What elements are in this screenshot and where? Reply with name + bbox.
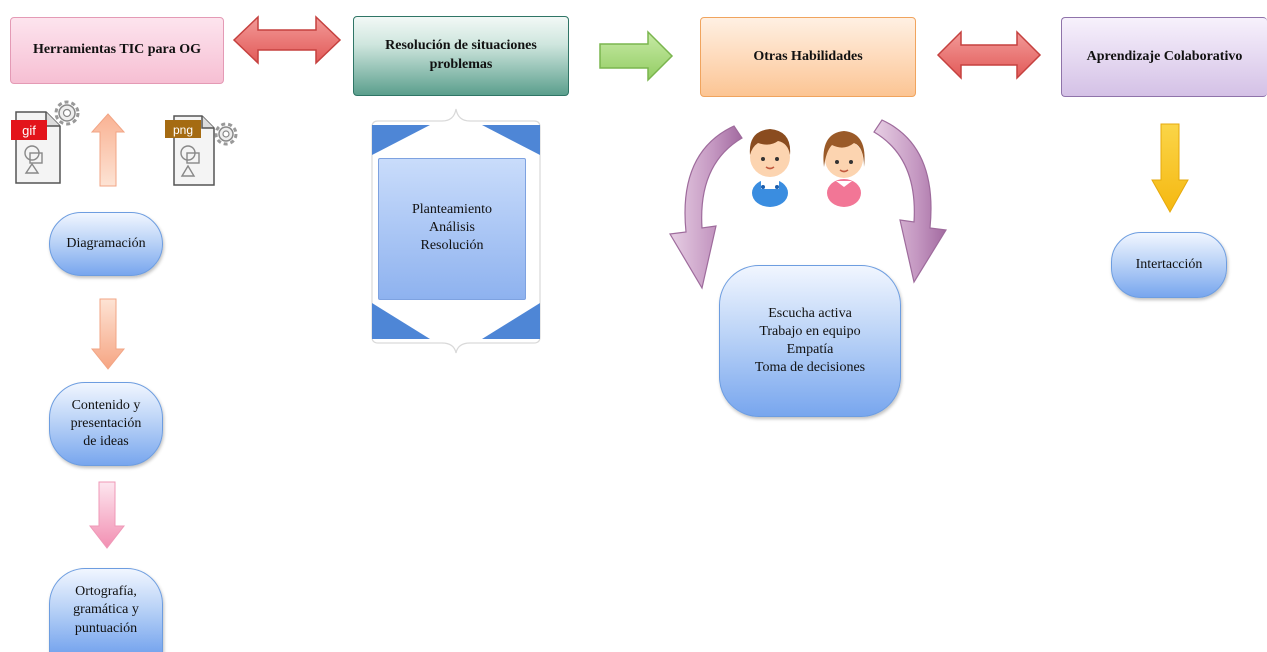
node-contenido: Contenido y presentación de ideas: [49, 382, 163, 466]
node-herramientas-tic-label: Herramientas TIC para OG: [32, 42, 202, 58]
node-aprendizaje-colaborativo: Aprendizaje Colaborativo: [1061, 17, 1267, 97]
node-interaccion: Intertacción: [1111, 232, 1227, 298]
girl-icon: [823, 131, 865, 207]
node-habilidades-list: Escucha activa Trabajo en equipo Empatía…: [719, 265, 901, 417]
node-habilidades-label: Escucha activa Trabajo en equipo Empatía…: [754, 305, 866, 376]
node-ortografia: Ortografía, gramática y puntuación: [49, 568, 163, 652]
node-ortografia-label: Ortografía, gramática y puntuación: [73, 584, 139, 636]
node-otras-habilidades-label: Otras Habilidades: [753, 48, 863, 64]
node-resolucion-label: Resolución de situaciones problemas: [385, 38, 537, 72]
curved-arrow-left: [669, 125, 743, 290]
double-arrow-red-left: [232, 15, 342, 65]
double-arrow-red-right: [936, 30, 1042, 80]
node-problem-steps-label: Planteamiento Análisis Resolución: [411, 202, 493, 254]
node-resolucion: Resolución de situaciones problemas: [353, 16, 569, 96]
curved-arrow-right: [873, 119, 947, 284]
arrow-down-peach: [90, 298, 126, 370]
png-label: png: [173, 123, 193, 137]
boy-icon: [749, 129, 791, 207]
arrow-green-right: [599, 30, 674, 82]
node-aprendizaje-label: Aprendizaje Colaborativo: [1086, 48, 1243, 64]
gif-label: gif: [22, 123, 36, 138]
node-otras-habilidades: Otras Habilidades: [700, 17, 916, 97]
node-interaccion-label: Intertacción: [1135, 256, 1203, 272]
node-problem-steps: Planteamiento Análisis Resolución: [378, 158, 526, 300]
arrow-down-pink: [88, 481, 126, 549]
node-diagramacion-label: Diagramación: [66, 235, 146, 251]
node-herramientas-tic: Herramientas TIC para OG: [10, 17, 224, 84]
gear-icon: [214, 122, 238, 146]
node-contenido-label: Contenido y presentación de ideas: [70, 397, 142, 450]
arrow-up-peach: [90, 113, 126, 187]
gif-file-icon: gif: [11, 100, 80, 184]
gear-icon: [54, 100, 80, 126]
arrow-down-yellow: [1151, 123, 1189, 214]
node-diagramacion: Diagramación: [49, 212, 163, 276]
png-file-icon: png: [165, 115, 238, 186]
